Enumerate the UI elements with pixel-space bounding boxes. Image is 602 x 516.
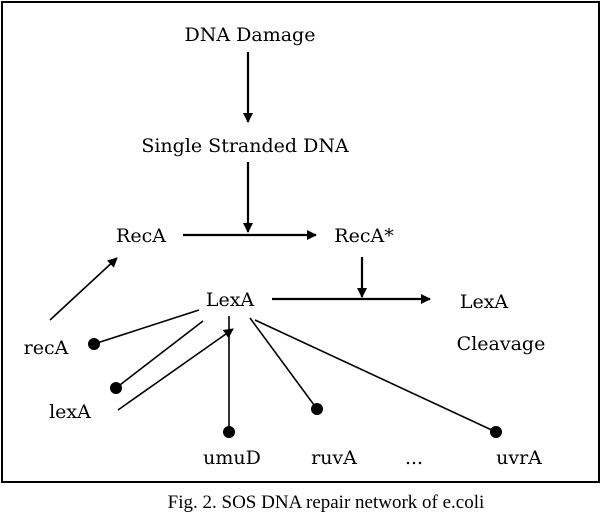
arrow-gene-lexa-to-lexa (117, 328, 234, 411)
node-reca-star: RecA* (334, 225, 394, 247)
gene-reca: recA (24, 337, 69, 359)
node-single-stranded-dna: Single Stranded DNA (141, 135, 349, 157)
repress-dot-reca (88, 338, 100, 350)
node-lexa-cleavage-line2: Cleavage (457, 333, 546, 355)
gene-ruva: ruvA (311, 447, 357, 469)
repress-dot-ruva (311, 403, 323, 415)
figure-caption: Fig. 2. SOS DNA repair network of e.coli (168, 492, 485, 513)
arrow-gene-reca-to-reca (49, 257, 118, 321)
repress-line-lexa (115, 320, 204, 389)
node-dna-damage: DNA Damage (185, 24, 316, 46)
node-lexa-cleavage-line1: LexA (460, 291, 509, 313)
repress-dot-uvra (490, 426, 502, 438)
repress-dot-lexa (110, 382, 122, 394)
node-reca: RecA (116, 225, 166, 247)
repress-line-ruva (249, 317, 318, 410)
gene-lexa: lexA (49, 401, 91, 423)
diagram-frame (1, 1, 600, 483)
repress-line-reca (93, 309, 200, 345)
gene-uvra: uvrA (496, 447, 542, 469)
ellipsis: ... (405, 447, 423, 469)
repress-line-uvra (254, 319, 497, 433)
gene-umud: umuD (203, 447, 261, 469)
repress-dot-umud (223, 426, 235, 438)
node-lexa: LexA (206, 289, 255, 311)
